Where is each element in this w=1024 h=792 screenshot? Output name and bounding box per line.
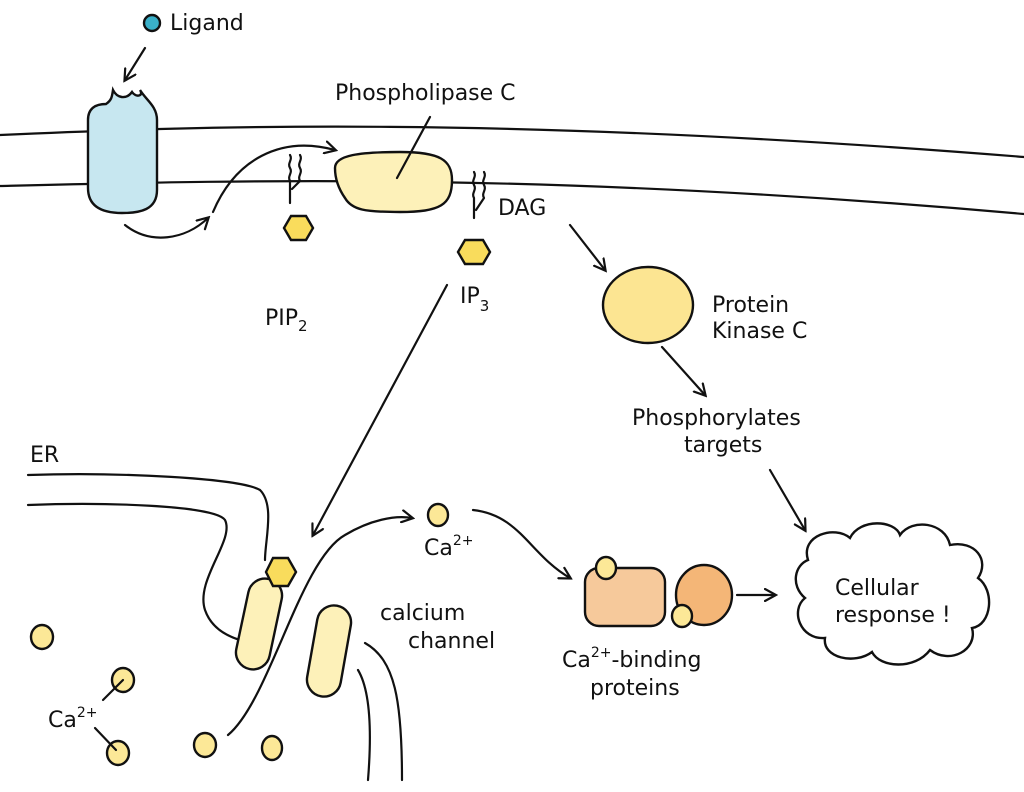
released-calcium-label: Ca2+ [424,533,473,561]
calcium-channel-label-line2: channel [408,629,495,654]
released-calcium-ion-icon [426,502,450,528]
ligand-arrow [125,46,147,80]
er-calcium-pointer-1 [101,678,125,702]
ip3-bound-hexagon-icon [264,556,298,588]
phospholipase-c-label: Phospholipase C [335,81,516,106]
pkc-label-line2: Kinase C [712,319,807,344]
activation-arrow-2 [211,146,335,214]
ip3-to-channel-arrow [313,283,449,535]
calcium-ion-icon [192,731,218,759]
calcium-channel-label-line1: calcium [380,601,465,626]
calcium-channel-right-subunit [305,604,353,698]
calcium-ion-icon [260,734,284,762]
cellular-response-label-line2: response ! [835,603,951,628]
bound-calcium-ion-icon [594,555,618,581]
ip3-hexagon-icon [456,238,492,266]
pip2-hexagon-icon [282,214,315,242]
cellular-response-label-line1: Cellular [835,576,920,601]
er-membrane-outer [26,473,270,562]
ip3-label: IP3 [460,284,489,315]
pip2-label: PIP2 [265,306,308,335]
phospholipase-c-pointer [395,115,432,180]
protein-kinase-c-icon [601,265,695,345]
dag-to-pkc-arrow [568,223,605,270]
phosphorylates-label-line2: targets [684,433,762,458]
binding-proteins-label-line2: proteins [590,676,680,701]
er-calcium-label: Ca2+ [48,705,97,733]
dag-label: DAG [498,196,546,221]
phosphorylates-label-line1: Phosphorylates [632,406,801,431]
cellular-response-cloud [794,522,991,666]
er-membrane-right-inner [356,668,371,782]
dag-lipid-tails [472,170,486,220]
calcium-channel-left-subunit [234,577,284,671]
calcium-binding-protein-left [583,566,667,628]
targets-to-response-arrow [768,468,805,530]
ligand-label: Ligand [170,11,244,36]
calcium-to-binding-arrow [471,508,570,578]
er-label: ER [30,443,59,468]
er-membrane-inner [26,502,242,642]
bound-calcium-ion-icon [670,603,694,629]
ligand-icon [142,13,162,33]
er-calcium-pointer-2 [93,726,118,752]
calcium-release-arrow [226,517,412,737]
activation-arrow [123,218,208,239]
pkc-label-line1: Protein [712,293,789,318]
er-membrane-right-outer [363,641,404,782]
receptor-icon [86,86,159,215]
phospholipase-c-icon [333,150,454,214]
pip2-lipid-tails [288,153,302,205]
calcium-ion-icon [29,623,55,651]
binding-proteins-label-line1: Ca2+-binding [562,645,701,673]
pkc-to-targets-arrow [660,345,705,395]
er-calcium-ions [29,623,284,767]
